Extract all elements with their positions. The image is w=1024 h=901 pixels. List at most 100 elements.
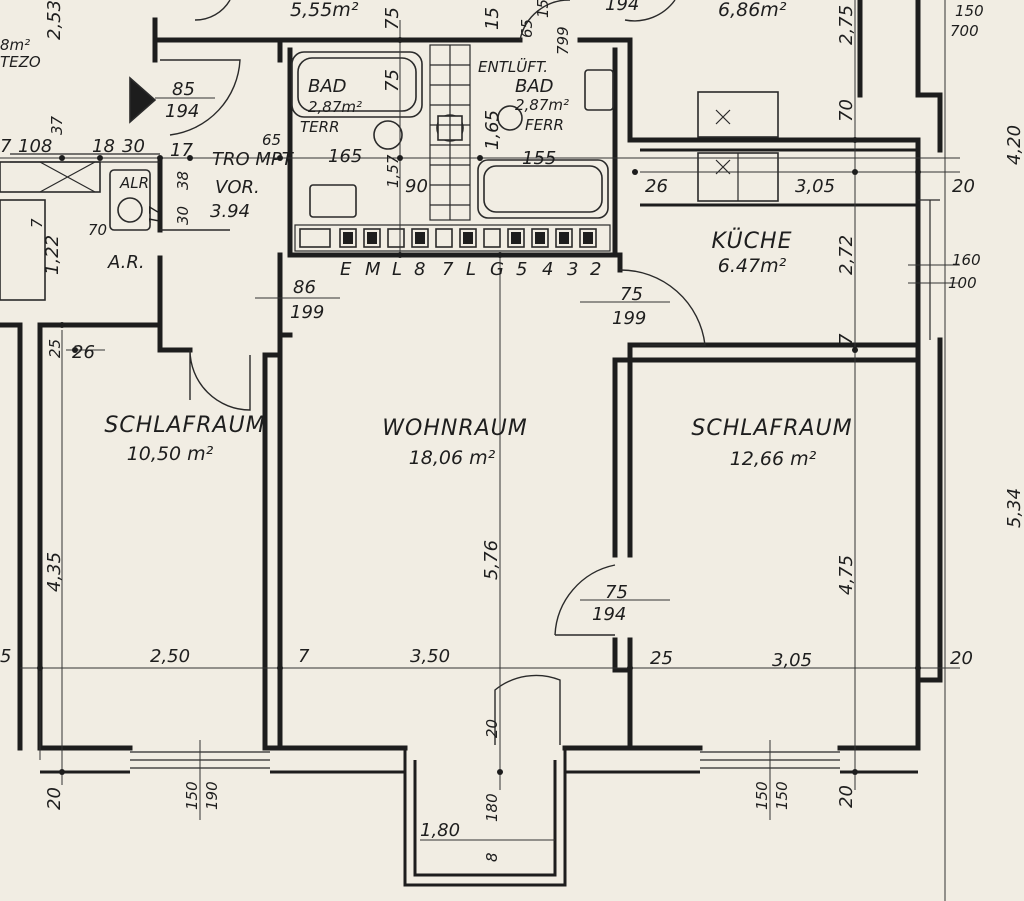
dim-top-150: 150 bbox=[955, 2, 984, 20]
dim-win-150-b: 150 bbox=[753, 781, 771, 810]
dim-left-37: 37 bbox=[48, 115, 66, 135]
dimension-lines bbox=[0, 0, 960, 901]
dim-vert-157: 1,57 bbox=[384, 154, 402, 188]
dim-vert-90: 90 bbox=[405, 176, 428, 197]
kitchen-fixtures bbox=[697, 91, 779, 202]
dim-row-305-top: 3,05 bbox=[795, 176, 835, 197]
shaft-letter-9: 4 bbox=[542, 259, 553, 280]
dim-right-100: 100 bbox=[948, 274, 977, 292]
dim-bottom-5: 5 bbox=[0, 646, 11, 667]
shaft-letter-6: L bbox=[466, 259, 476, 280]
dim-row-65: 65 bbox=[262, 131, 281, 149]
dim-bottom-305: 3,05 bbox=[772, 650, 812, 671]
room-name-schlafraum-left: SCHLAFRAUM bbox=[104, 413, 265, 438]
shaft-letter-3: L bbox=[392, 259, 402, 280]
dim-left-30: 30 bbox=[174, 206, 192, 225]
dim-row-17: 17 bbox=[170, 140, 193, 161]
dim-left-38: 38 bbox=[174, 171, 192, 190]
room-area-top-right: 6,86m² bbox=[718, 0, 787, 21]
room-area-wohnraum: 18,06 m² bbox=[409, 447, 496, 469]
dim-row-165: 165 bbox=[328, 146, 362, 167]
dim-bottom-20-right: 20 bbox=[950, 648, 973, 669]
dim-kueche-7: 7 bbox=[836, 333, 857, 345]
dim-left-122: 1,22 bbox=[42, 235, 63, 275]
dim-bal-180-v: 180 bbox=[483, 793, 501, 822]
door-1-height: 194 bbox=[165, 101, 199, 122]
room-name-bad-left: BAD bbox=[308, 76, 347, 97]
door-5-width: 15 bbox=[534, 0, 552, 18]
dim-win-right-20: 20 bbox=[836, 785, 857, 808]
dim-row-20-top: 20 bbox=[952, 176, 975, 197]
dim-win-150-a: 150 bbox=[183, 781, 201, 810]
shaft-letter-10: 3 bbox=[567, 259, 578, 280]
dim-right-475: 4,75 bbox=[836, 555, 857, 595]
door-labels: 85 194 86 199 75 199 75 194 15 65 194 bbox=[165, 0, 646, 625]
dim-col-25: 25 bbox=[46, 339, 64, 358]
room-name-bad-right: BAD bbox=[515, 76, 554, 97]
dim-row-108: 108 bbox=[18, 136, 52, 157]
dim-left-70: 70 bbox=[88, 221, 107, 239]
shaft-letter-11: 2 bbox=[590, 259, 601, 280]
left-fixtures bbox=[0, 153, 160, 301]
dim-bottom-250: 2,50 bbox=[150, 646, 190, 667]
label-entlueft: ENTLÜFT. bbox=[478, 57, 548, 76]
room-floor-bad-left: TERR bbox=[300, 118, 340, 136]
door-2-height: 199 bbox=[290, 302, 324, 323]
dim-bad-75: 75 bbox=[382, 69, 403, 92]
dim-row-26: 26 bbox=[645, 176, 668, 197]
dim-row-155: 155 bbox=[522, 148, 556, 169]
dim-win-190: 190 bbox=[203, 781, 221, 810]
misc-labels: ENTLÜFT. TRO MPT ALR A.R. E M L 8 7 L G … bbox=[107, 57, 601, 280]
door-4-height: 194 bbox=[592, 604, 626, 625]
dim-left-17: 17 bbox=[146, 205, 164, 225]
room-area-left-edge: 8m² bbox=[0, 36, 30, 54]
room-name-kueche: KÜCHE bbox=[712, 228, 793, 254]
dimension-labels: 2,53 75 15 799 2,75 150 700 75 1,65 37 7… bbox=[0, 0, 1024, 862]
dim-right-420: 4,20 bbox=[1004, 125, 1024, 165]
dim-bottom-25: 25 bbox=[650, 648, 673, 669]
door-3-width: 75 bbox=[620, 284, 643, 305]
shaft-letter-2: M bbox=[365, 259, 381, 280]
dim-bottom-7: 7 bbox=[298, 646, 310, 667]
walls bbox=[0, 0, 943, 887]
dim-top-700: 700 bbox=[950, 22, 979, 40]
dim-top-799: 799 bbox=[554, 26, 572, 55]
label-trompt: TRO MPT bbox=[212, 149, 295, 170]
dim-bottom-350: 3,50 bbox=[410, 646, 450, 667]
dim-col-26: 26 bbox=[72, 342, 95, 363]
dimension-ticks bbox=[37, 37, 921, 775]
dim-left-435: 4,35 bbox=[44, 552, 65, 592]
dim-row-7: 7 bbox=[0, 136, 12, 157]
door-swings bbox=[129, 0, 706, 745]
dim-top-15: 15 bbox=[482, 7, 503, 30]
room-area-kueche: 6.47m² bbox=[718, 255, 787, 277]
bath-fixtures bbox=[291, 51, 614, 219]
room-floor-bad-right: FERR bbox=[525, 116, 564, 134]
door-3-height: 199 bbox=[612, 308, 646, 329]
dim-left-7-lower: 7 bbox=[28, 218, 46, 228]
door-6-height: 194 bbox=[605, 0, 639, 15]
dim-top-275: 2,75 bbox=[836, 5, 857, 45]
dim-mid-576: 5,76 bbox=[481, 540, 502, 580]
shaft-letter-5: 7 bbox=[442, 259, 454, 280]
door-1-width: 85 bbox=[172, 79, 195, 100]
room-name-vorraum: VOR. bbox=[215, 177, 260, 198]
dim-right-160: 160 bbox=[952, 251, 981, 269]
door-4-width: 75 bbox=[605, 582, 628, 603]
room-area-top-left: 5,55m² bbox=[290, 0, 359, 21]
dim-top-75: 75 bbox=[382, 7, 403, 30]
door-2-width: 86 bbox=[293, 277, 316, 298]
room-labels: SCHLAFRAUM 10,50 m² WOHNRAUM 18,06 m² SC… bbox=[0, 0, 852, 470]
room-area-schlafraum-right: 12,66 m² bbox=[730, 448, 817, 470]
room-area-bad-right: 2,87m² bbox=[515, 96, 569, 114]
dim-kueche-272: 2,72 bbox=[836, 235, 857, 275]
dim-bad-165: 1,65 bbox=[482, 110, 503, 150]
dim-top-left-253: 2,53 bbox=[44, 0, 65, 40]
dim-bal-8: 8 bbox=[483, 852, 501, 862]
dim-right-534: 5,34 bbox=[1004, 488, 1024, 528]
dim-bal-180: 1,80 bbox=[420, 820, 460, 841]
room-floor-left-edge: TEZO bbox=[0, 53, 41, 71]
shaft-letter-7: G bbox=[490, 259, 504, 280]
shaft-letter-8: 5 bbox=[516, 259, 527, 280]
